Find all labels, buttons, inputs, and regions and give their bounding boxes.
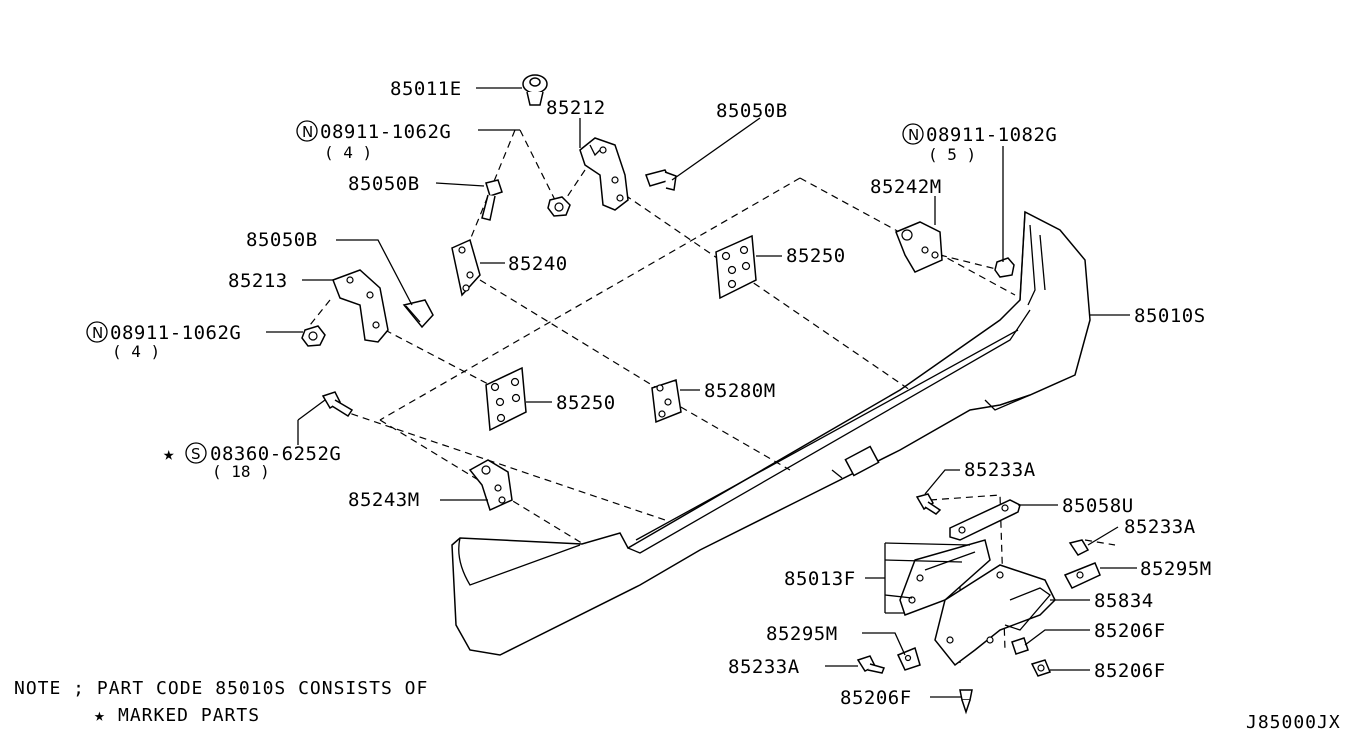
clip-85206f-b[interactable] bbox=[1030, 659, 1052, 677]
label-85206f-a[interactable]: 85206F bbox=[1094, 620, 1166, 642]
bumper-fascia-85010s[interactable] bbox=[451, 210, 1091, 656]
clip-85206f-a[interactable] bbox=[1011, 637, 1029, 655]
plate-85250-b[interactable] bbox=[485, 366, 527, 432]
bracket-85242m[interactable] bbox=[895, 221, 943, 273]
s-symbol: S bbox=[191, 445, 201, 463]
s-marker bbox=[185, 442, 207, 464]
label-85240[interactable]: 85240 bbox=[508, 253, 568, 275]
bracket-85058u[interactable] bbox=[949, 499, 1021, 541]
label-85250-a[interactable]: 85250 bbox=[786, 245, 846, 267]
plate-85280m[interactable] bbox=[651, 379, 682, 424]
note-line-1: NOTE ; PART CODE 85010S CONSISTS OF bbox=[14, 678, 428, 699]
footnote: NOTE ; PART CODE 85010S CONSISTS OF ★ MA… bbox=[14, 678, 1341, 733]
nut-08911-1062g-a[interactable] bbox=[547, 196, 571, 217]
label-85280m[interactable]: 85280M bbox=[704, 380, 776, 402]
screw-85233a-c[interactable] bbox=[856, 655, 886, 674]
qty-18: ( 18 ) bbox=[212, 462, 270, 481]
bracket-85243m[interactable] bbox=[468, 459, 513, 512]
label-08911-1082g[interactable]: 08911-1082G bbox=[926, 124, 1057, 146]
label-85233a-a[interactable]: 85233A bbox=[964, 459, 1036, 481]
note-star: ★ bbox=[94, 705, 106, 726]
note-line-2: MARKED PARTS bbox=[118, 705, 260, 726]
screw-85233a-b[interactable] bbox=[1068, 539, 1090, 556]
label-85206f-c[interactable]: 85206F bbox=[840, 687, 912, 709]
housing-85834[interactable] bbox=[934, 564, 1056, 667]
n-marker-a bbox=[296, 120, 318, 142]
label-85250-b[interactable]: 85250 bbox=[556, 392, 616, 414]
label-85050b-mid[interactable]: 85050B bbox=[348, 173, 420, 195]
label-08911-1062g-b[interactable]: 08911-1062G bbox=[110, 322, 241, 344]
nut-08911-1082g[interactable] bbox=[994, 257, 1015, 278]
label-85243m[interactable]: 85243M bbox=[348, 489, 420, 511]
bolt-85050b-mid[interactable] bbox=[481, 179, 503, 221]
bolt-85050b-top[interactable] bbox=[645, 169, 677, 191]
label-85050b-top[interactable]: 85050B bbox=[716, 100, 788, 122]
label-08911-1062g-a[interactable]: 08911-1062G bbox=[320, 121, 451, 143]
bracket-85295m-b[interactable] bbox=[896, 646, 921, 671]
diagram-code: J85000JX bbox=[1246, 712, 1341, 733]
label-85233a-c[interactable]: 85233A bbox=[728, 656, 800, 678]
bolt-85050b-left[interactable] bbox=[402, 299, 434, 329]
bracket-85295m-a[interactable] bbox=[1063, 562, 1101, 589]
label-85013f[interactable]: 85013F bbox=[784, 568, 856, 590]
clip-85206f-c[interactable] bbox=[959, 689, 973, 715]
plate-85250-a[interactable] bbox=[715, 234, 757, 300]
label-85212[interactable]: 85212 bbox=[546, 97, 606, 119]
clip-85011e[interactable] bbox=[522, 74, 548, 106]
qty-4-a: ( 4 ) bbox=[324, 143, 372, 162]
n-marker-c bbox=[902, 123, 924, 145]
n-symbol-a: N bbox=[302, 123, 313, 141]
label-85058u[interactable]: 85058U bbox=[1062, 495, 1134, 517]
label-08360-6252g[interactable]: 08360-6252G bbox=[210, 443, 341, 465]
plate-85240[interactable] bbox=[451, 238, 481, 297]
label-85010s[interactable]: 85010S bbox=[1134, 305, 1206, 327]
bracket-85212[interactable] bbox=[579, 137, 629, 211]
leader-lines bbox=[266, 87, 1137, 698]
label-85213[interactable]: 85213 bbox=[228, 270, 288, 292]
n-marker-b bbox=[86, 321, 108, 343]
label-85233a-b[interactable]: 85233A bbox=[1124, 516, 1196, 538]
label-85206f-b[interactable]: 85206F bbox=[1094, 660, 1166, 682]
label-85834[interactable]: 85834 bbox=[1094, 590, 1154, 612]
label-85011e[interactable]: 85011E bbox=[390, 78, 462, 100]
bracket-85213[interactable] bbox=[332, 269, 389, 343]
label-85295m-b[interactable]: 85295M bbox=[766, 623, 838, 645]
label-85242m[interactable]: 85242M bbox=[870, 176, 942, 198]
screw-85233a-a[interactable] bbox=[915, 493, 942, 515]
n-symbol-b: N bbox=[92, 324, 103, 342]
star-marker: ★ bbox=[163, 443, 175, 465]
nut-08911-1062g-b[interactable] bbox=[301, 325, 326, 347]
label-85295m-a[interactable]: 85295M bbox=[1140, 558, 1212, 580]
part-labels: 85011E 85212 85050B N 08911-1062G ( 4 ) … bbox=[86, 78, 1212, 709]
qty-5: ( 5 ) bbox=[928, 145, 976, 164]
qty-4-b: ( 4 ) bbox=[112, 342, 160, 361]
n-symbol-c: N bbox=[908, 126, 919, 144]
label-85050b-left[interactable]: 85050B bbox=[246, 229, 318, 251]
screw-08360-6252g[interactable] bbox=[321, 391, 354, 418]
